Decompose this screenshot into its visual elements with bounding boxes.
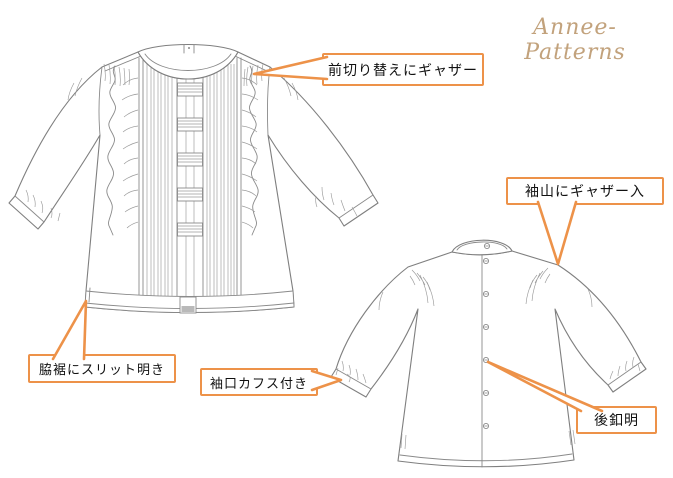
callout-side-hem-slit-label: 脇裾にスリット明き	[38, 362, 165, 377]
callout-sleeve-cap-gathers: 袖山にギャザー入	[506, 177, 664, 205]
front-neckband	[137, 44, 239, 80]
callout-back-button-opening: 後釦明	[576, 406, 657, 434]
front-ruffles	[106, 65, 259, 236]
callout-side-hem-slit: 脇裾にスリット明き	[28, 354, 176, 383]
brand-logo: Annee-Patterns	[488, 15, 662, 65]
callout-front-yoke-gathers: 前切り替えにギャザー	[322, 53, 484, 86]
front-lace-bands	[177, 82, 203, 237]
callout-sleeve-cap-gathers-label: 袖山にギャザー入	[525, 183, 645, 199]
callout-sleeve-cuff: 袖口カフス付き	[200, 368, 318, 396]
back-neckband	[451, 239, 513, 256]
blouse-front-drawing	[8, 44, 379, 314]
callout-front-yoke-gathers-label: 前切り替えにギャザー	[328, 61, 478, 78]
callout-sleeve-cuff-label: 袖口カフス付き	[209, 375, 308, 391]
callout-back-button-opening-label: 後釦明	[594, 412, 639, 428]
brand-logo-text: Annee-Patterns	[524, 15, 626, 65]
front-hem-band	[84, 287, 295, 314]
